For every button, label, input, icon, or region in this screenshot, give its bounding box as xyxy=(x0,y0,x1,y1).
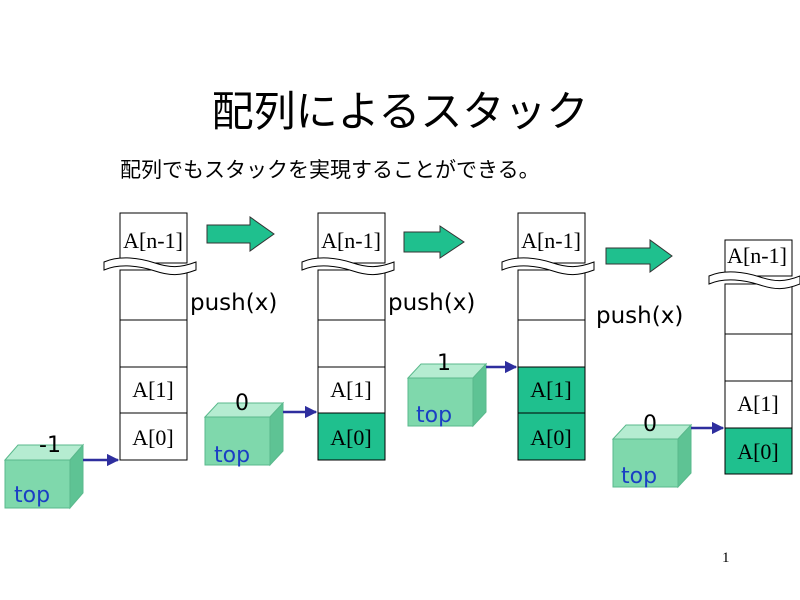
array-break-mark xyxy=(708,271,800,290)
top-value-1: -1 xyxy=(39,433,61,458)
top-label-1: top xyxy=(14,483,50,508)
stack-array-2: A[n-1] A[1] A[0] xyxy=(301,212,395,461)
transition-arrow-1 xyxy=(206,216,275,252)
top-value-2: 0 xyxy=(235,391,249,416)
top-value-3: 1 xyxy=(437,351,451,376)
cell-label-an1: A[n-1] xyxy=(521,228,581,253)
top-value-4: 0 xyxy=(643,412,657,437)
filled-cell-a0 xyxy=(317,412,386,461)
push-label-1: push(x) xyxy=(190,290,277,316)
cell-label-a0: A[0] xyxy=(737,439,779,464)
cell-label-a0: A[0] xyxy=(132,425,174,450)
transition-arrow-3 xyxy=(605,239,673,273)
cell-label-a1: A[1] xyxy=(132,377,174,402)
stack-array-3: A[n-1] A[1] A[0] xyxy=(501,212,595,461)
push-label-2: push(x) xyxy=(388,290,475,316)
cell-label-a1: A[1] xyxy=(737,391,779,416)
cell-label-a1: A[1] xyxy=(530,377,572,402)
array-break-mark xyxy=(501,257,595,276)
top-label-3: top xyxy=(416,403,452,428)
top-label-4: top xyxy=(621,464,657,489)
cell-label-an1: A[n-1] xyxy=(727,243,787,268)
slide-title: 配列によるスタック xyxy=(211,87,589,136)
transition-arrow-2 xyxy=(403,225,465,259)
stack-array-4: A[n-1] A[1] A[0] xyxy=(708,239,800,475)
top-pointer-2: 0 top xyxy=(203,391,318,468)
push-label-3: push(x) xyxy=(596,303,683,329)
top-label-2: top xyxy=(214,443,250,468)
array-break-mark xyxy=(301,257,395,276)
array-break-mark xyxy=(103,257,197,276)
slide-subtitle: 配列でもスタックを実現することができる。 xyxy=(120,158,540,182)
top-pointer-3: 1 top xyxy=(406,351,518,428)
cell-label-a0: A[0] xyxy=(330,425,372,450)
top-pointer-1: -1 top xyxy=(3,433,120,510)
cell-label-a0: A[0] xyxy=(530,425,572,450)
page-number: 1 xyxy=(722,550,730,566)
cell-label-an1: A[n-1] xyxy=(321,228,381,253)
filled-cell-a0 xyxy=(724,427,793,475)
stack-array-1: A[n-1] A[1] A[0] xyxy=(103,212,197,461)
cell-label-a1: A[1] xyxy=(330,377,372,402)
cell-label-an1: A[n-1] xyxy=(123,228,183,253)
top-pointer-4: 0 top xyxy=(611,412,725,489)
